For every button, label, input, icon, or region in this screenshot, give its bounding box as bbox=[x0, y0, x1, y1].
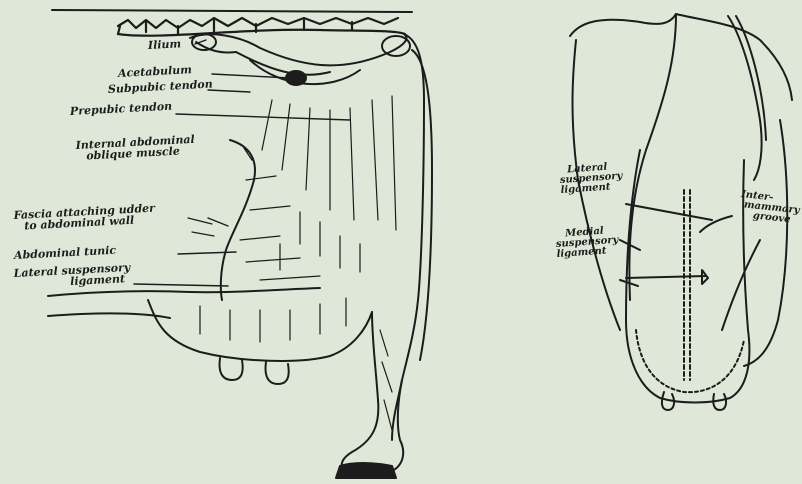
label-ilium: Ilium bbox=[148, 38, 182, 51]
tail bbox=[728, 16, 762, 180]
label-medial-suspensory-ligament: Medial suspensory ligament bbox=[555, 224, 637, 260]
label-lateral-suspensory-ligament-right: Lateral suspensory ligament bbox=[559, 160, 641, 196]
intermammary-groove bbox=[684, 190, 690, 380]
label-intermammary-groove: Inter- mammary groove bbox=[738, 190, 802, 226]
